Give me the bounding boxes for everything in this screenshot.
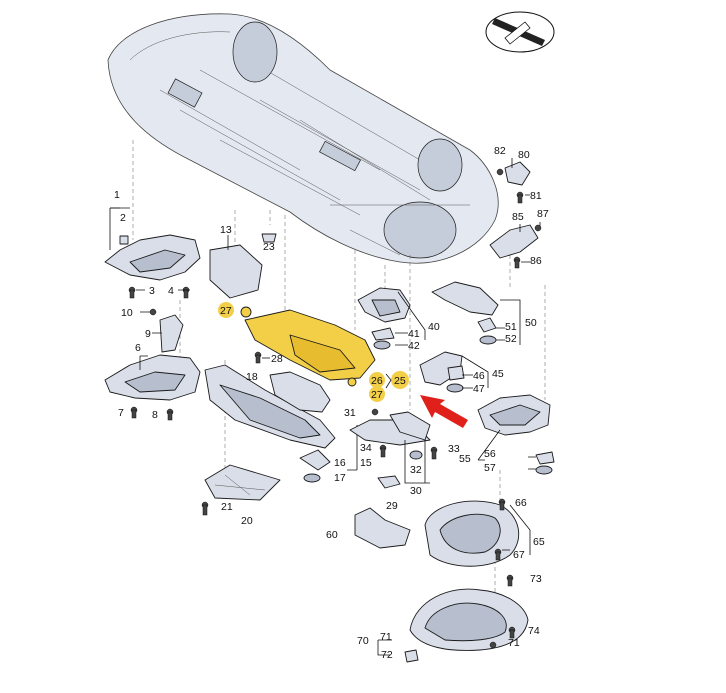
label-66: 66	[515, 497, 527, 509]
label-74: 74	[528, 625, 540, 637]
label-65: 65	[533, 536, 545, 548]
label-72: 72	[381, 649, 393, 661]
label-3: 3	[149, 285, 155, 297]
label-55: 55	[459, 453, 471, 465]
label-60: 60	[326, 529, 338, 541]
label-80: 80	[518, 149, 530, 161]
car-direction-icon	[485, 11, 555, 53]
label-33: 33	[448, 443, 460, 455]
label-47: 47	[473, 383, 485, 395]
red-arrow-indicator	[420, 395, 468, 428]
label-21: 21	[221, 501, 233, 513]
label-26: 26	[371, 375, 383, 387]
part-9-bracket	[159, 314, 184, 353]
label-10: 10	[121, 307, 133, 319]
label-67: 67	[513, 549, 525, 561]
label-73: 73	[530, 573, 542, 585]
label-4: 4	[168, 285, 174, 297]
label-85: 85	[512, 211, 524, 223]
part-18-panel	[269, 371, 331, 413]
label-57: 57	[484, 462, 496, 474]
label-27a: 27	[220, 305, 232, 317]
label-42: 42	[408, 340, 420, 352]
label-20: 20	[241, 515, 253, 527]
label-23: 23	[263, 241, 275, 253]
label-1: 1	[114, 189, 120, 201]
label-16: 16	[334, 457, 346, 469]
part-60-cover	[354, 507, 411, 549]
part-85-bracket	[489, 224, 539, 259]
label-71b: 71	[508, 637, 520, 649]
label-30: 30	[410, 485, 422, 497]
label-6: 6	[135, 342, 141, 354]
label-81: 81	[530, 190, 542, 202]
label-17: 17	[334, 472, 346, 484]
label-40: 40	[428, 321, 440, 333]
part-50-bracket	[431, 281, 499, 316]
part-20-plate	[204, 464, 281, 501]
label-27b: 27	[371, 389, 383, 401]
leader-1	[109, 207, 120, 250]
badge-27b	[369, 386, 385, 402]
label-13: 13	[220, 224, 232, 236]
badge-26	[369, 372, 385, 388]
label-41: 41	[408, 328, 420, 340]
label-29: 29	[386, 500, 398, 512]
label-50: 50	[525, 317, 537, 329]
label-46: 46	[473, 370, 485, 382]
label-87: 87	[537, 208, 549, 220]
label-7: 7	[118, 407, 124, 419]
label-18: 18	[246, 371, 258, 383]
label-51: 51	[505, 321, 517, 333]
part-80-bracket	[504, 161, 531, 186]
label-70: 70	[357, 635, 369, 647]
label-25: 25	[394, 375, 406, 387]
label-2: 2	[120, 212, 126, 224]
label-28: 28	[271, 353, 283, 365]
projection-lines	[132, 140, 546, 610]
badge-27a	[218, 302, 234, 318]
label-31: 31	[344, 407, 356, 419]
label-82: 82	[494, 145, 506, 157]
label-9: 9	[145, 328, 151, 340]
part-13-panel	[209, 244, 263, 299]
badge-25	[391, 371, 409, 389]
label-45: 45	[492, 368, 504, 380]
label-71a: 71	[380, 631, 392, 643]
label-32: 32	[410, 464, 422, 476]
label-86: 86	[530, 255, 542, 267]
label-15: 15	[360, 457, 372, 469]
label-8: 8	[152, 409, 158, 421]
label-56: 56	[484, 448, 496, 460]
label-52: 52	[505, 333, 517, 345]
label-34: 34	[360, 442, 372, 454]
car-body-underside	[107, 13, 499, 264]
